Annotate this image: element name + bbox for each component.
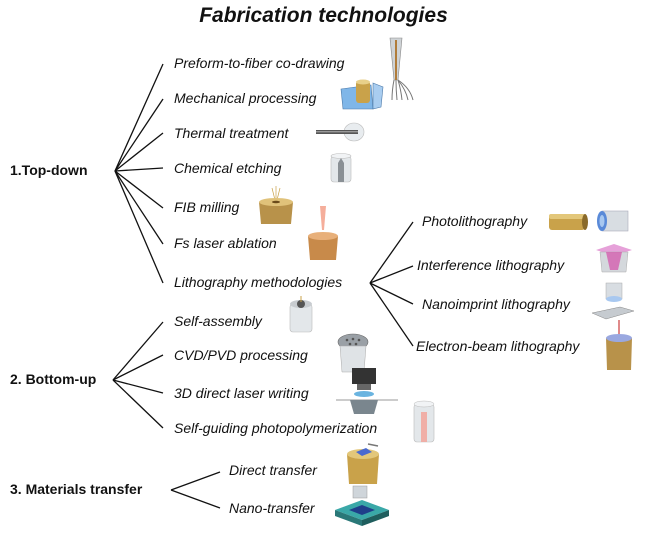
item-fib-milling: FIB milling (174, 199, 240, 215)
fiber-drawing-icon (389, 37, 414, 101)
laser-ablation-icon (308, 206, 338, 260)
figure-title: Fabrication technologies (199, 4, 448, 27)
item-electron-beam-lithography: Electron-beam lithography (416, 338, 580, 354)
item-preform-to-fiber: Preform-to-fiber co-drawing (174, 55, 345, 71)
etched-fiber-icon (330, 153, 352, 183)
self-assembly-icon (289, 296, 313, 333)
nanoimprint-icon (591, 282, 635, 320)
item-nanoimprint-lithography: Nanoimprint lithography (422, 296, 570, 312)
photolithography-icon (549, 214, 588, 230)
item-self-guiding: Self-guiding photopolymerization (174, 420, 378, 436)
category-materials-transfer: 3. Materials transfer (10, 481, 143, 497)
direct-transfer-icon (347, 443, 379, 484)
item-lithography-methodologies: Lithography methodologies (174, 274, 343, 290)
item-3d-laser-writing: 3D direct laser writing (174, 385, 309, 401)
photopolymer-icon (413, 400, 435, 443)
item-direct-transfer: Direct transfer (229, 462, 317, 478)
item-thermal-treatment: Thermal treatment (174, 125, 289, 141)
item-interference-lithography: Interference lithography (417, 257, 565, 273)
laser-writing-icon (336, 368, 398, 414)
cvd-pvd-icon (337, 333, 369, 373)
ebeam-icon (606, 320, 632, 370)
fib-milling-icon (259, 186, 293, 224)
item-mechanical-processing: Mechanical processing (174, 90, 317, 106)
mask-lens-icon (597, 210, 629, 232)
item-chemical-etching: Chemical etching (174, 160, 282, 176)
interference-icon (596, 244, 632, 273)
nano-transfer-icon (335, 485, 389, 526)
category-top-down: 1.Top-down (10, 162, 88, 178)
thermal-fiber-icon (316, 122, 365, 142)
item-fs-laser-ablation: Fs laser ablation (174, 235, 277, 251)
item-self-assembly: Self-assembly (174, 313, 262, 329)
item-photolithography: Photolithography (422, 213, 528, 229)
category-bottom-up: 2. Bottom-up (10, 371, 97, 387)
item-nano-transfer: Nano-transfer (229, 500, 315, 516)
polishing-icon (340, 79, 384, 110)
item-cvd-pvd: CVD/PVD processing (174, 347, 308, 363)
